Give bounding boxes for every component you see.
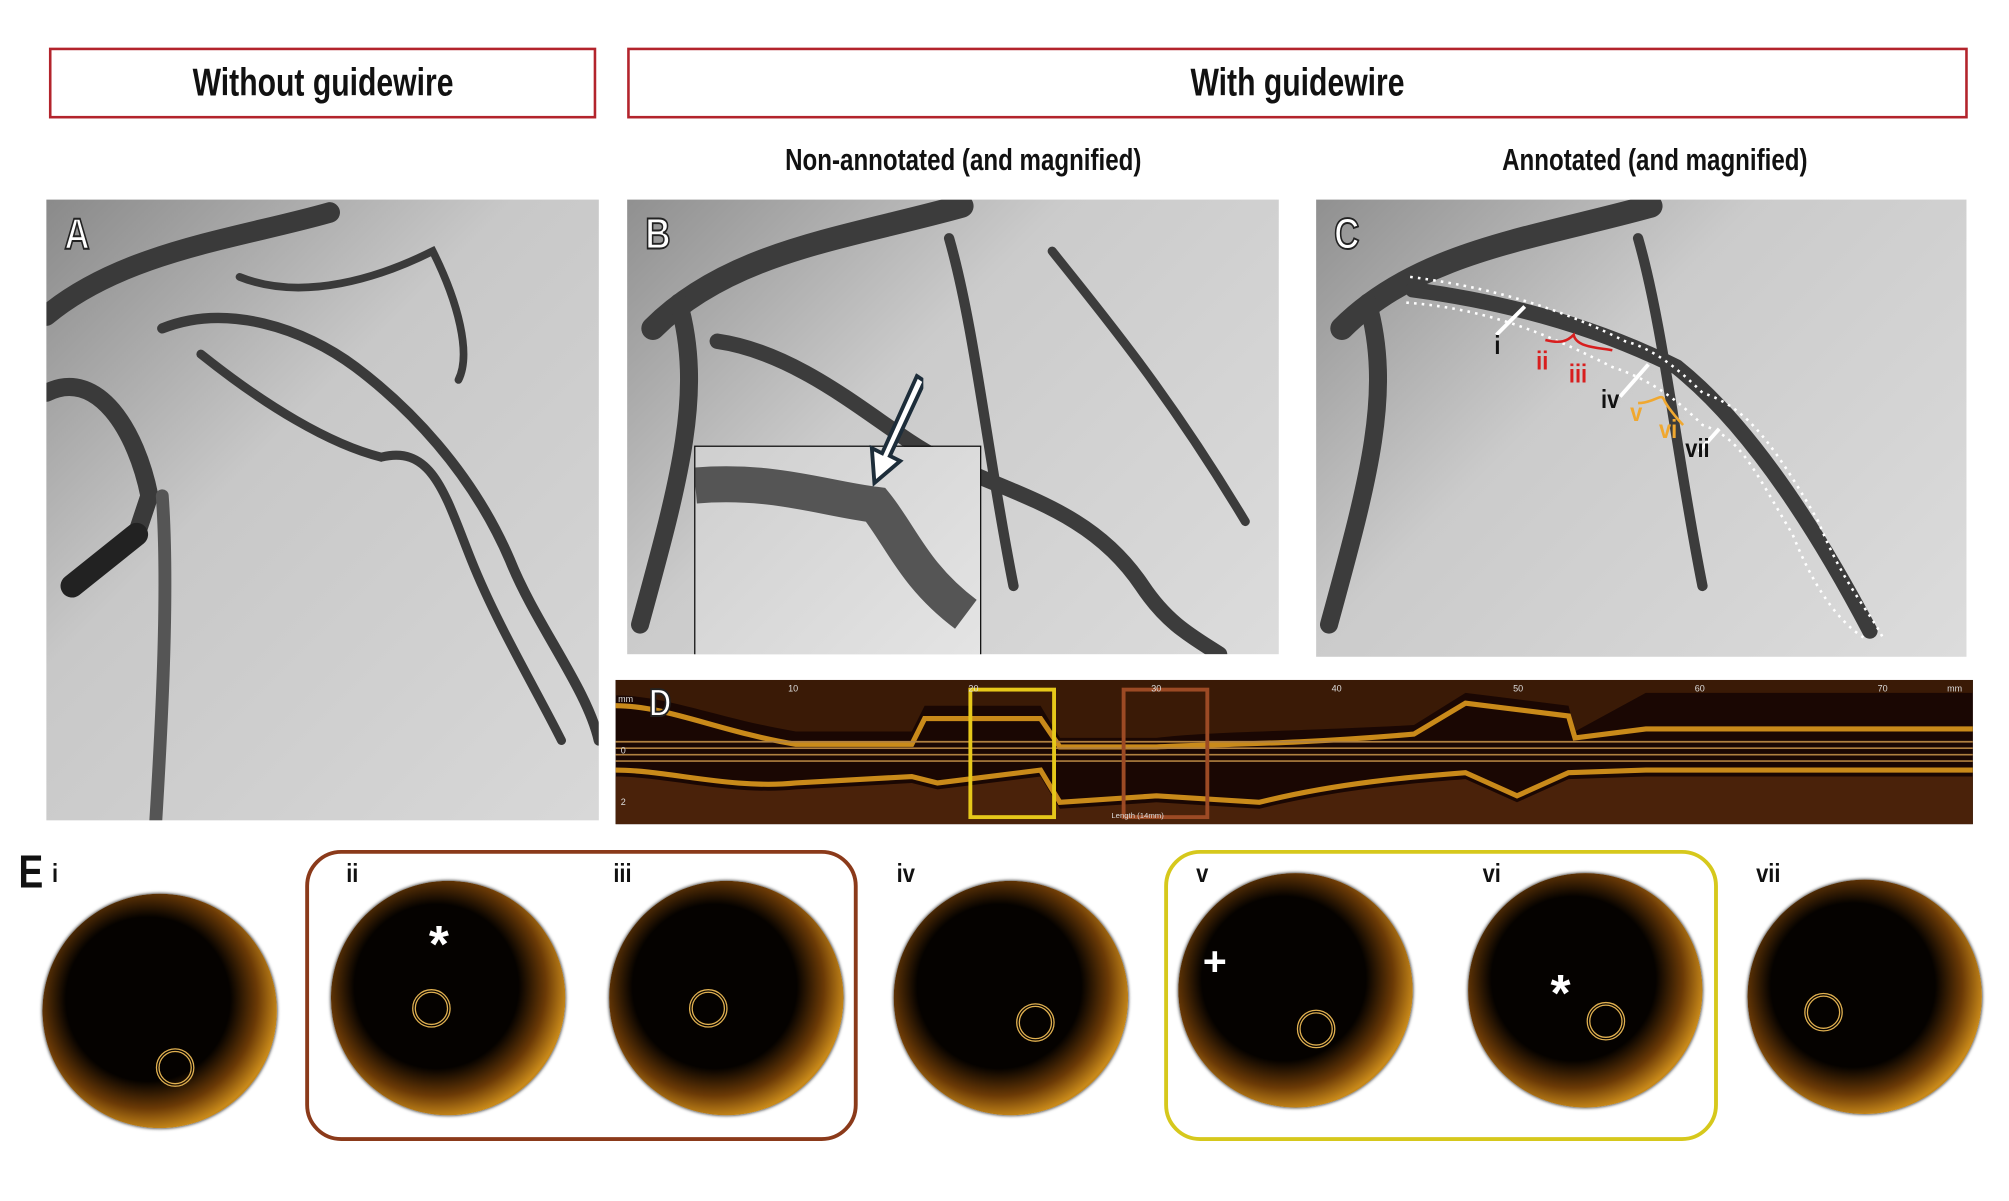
annot-i: i [1494,332,1501,361]
plus-marker: + [1202,937,1227,984]
angiogram-panel-c: i ii iii iv v vi vii C [1316,199,1967,657]
subheader-non-annotated: Non-annotated (and magnified) [785,142,1142,178]
annot-vii: vii [1685,435,1710,464]
x-tick: 70 [1877,685,1888,695]
oct-label-ii: ii [346,860,359,889]
x-tick: 40 [1331,685,1342,695]
panel-label-a: A [64,209,91,260]
header-without-guidewire: Without guidewire [48,47,597,119]
x-tick: 30 [1151,685,1162,695]
asterisk-marker: * [428,916,449,974]
header-text: Without guidewire [192,61,454,104]
angiogram-panel-a: A [46,199,599,821]
oct-label-v: v [1196,860,1209,889]
catheter [1016,1003,1055,1042]
oct-cross-section-vi [1468,873,1703,1108]
asterisk-marker: * [1550,965,1571,1023]
magnified-inset [694,445,982,655]
header-text: With guidewire [1190,61,1405,104]
catheter [1586,1001,1626,1041]
y-tick: 0 [620,746,626,756]
panel-label-b: B [644,209,671,260]
panel-label-d: D [648,682,672,726]
catheter [1804,992,1843,1032]
oct-label-i: i [52,860,59,889]
catheter [412,989,451,1028]
axis-unit-right: mm [1947,685,1963,695]
length-readout: Length (14mm) [1111,812,1164,821]
oct-cross-section-v [1178,873,1413,1108]
angiogram-annotated [1319,199,1884,639]
oct-longitudinal-view [615,679,1973,825]
oct-cross-section-iv [893,880,1129,1116]
catheter [155,1048,195,1087]
yellow-region-box [968,687,1056,820]
yellow-group-box [1164,849,1718,1141]
angiogram-vessels [631,199,1250,655]
angiogram-panel-b: B [627,199,1279,655]
annot-iv: iv [1601,386,1620,415]
catheter [1296,1009,1336,1049]
oct-cross-section-i [42,893,277,1129]
subheader-annotated: Annotated (and magnified) [1502,142,1808,178]
annot-vi: vi [1659,415,1678,445]
red-region-box [1121,687,1210,820]
header-with-guidewire: With guidewire [627,47,1968,119]
oct-label-iii: iii [613,860,632,889]
x-tick: 10 [788,685,799,695]
y-tick: 2 [620,798,626,808]
catheter [688,989,728,1028]
panel-label-e: E [18,844,44,898]
annot-ii: ii [1536,347,1549,377]
oct-cross-section-iii [609,880,844,1116]
angiogram-vessels [46,202,599,821]
oct-label-vi: vi [1482,860,1501,889]
oct-label-vii: vii [1756,860,1781,889]
arrow-icon [869,373,924,487]
x-tick: 60 [1694,685,1705,695]
magnified-vessel [695,466,977,629]
red-group-box [305,849,858,1141]
annot-iii: iii [1568,360,1588,389]
oct-label-iv: iv [896,860,915,889]
oct-longitudinal-panel: mm mm 10 20 30 40 50 60 70 0 2 Length (1… [615,679,1973,825]
oct-cross-section-ii [330,880,566,1116]
axis-unit-left: mm [618,695,634,705]
x-tick: 50 [1513,685,1524,695]
panel-label-c: C [1333,209,1360,260]
oct-cross-section-vii [1747,879,1982,1114]
annot-v: v [1630,399,1643,428]
x-tick: 20 [968,685,979,695]
